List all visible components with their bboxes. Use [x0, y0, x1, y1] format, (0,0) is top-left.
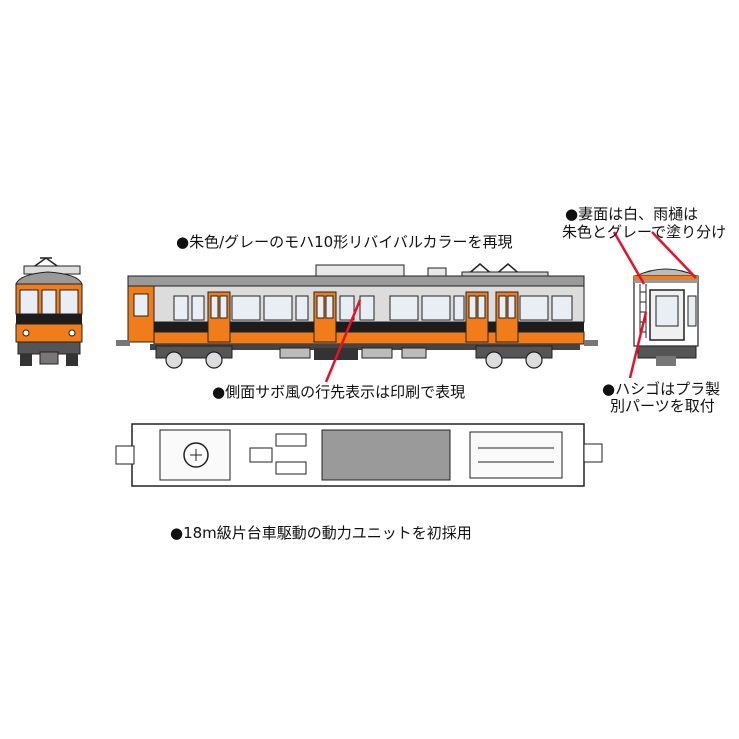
- end-face-leader-right: [651, 231, 697, 279]
- end-face-leader-left: [612, 231, 646, 285]
- side-view: [116, 263, 598, 369]
- power-unit-note: ●18m級片台車駆動の動力ユニットを初採用: [170, 524, 472, 542]
- end-face-note-line2: 朱色とグレーで塗り分け: [562, 223, 727, 241]
- side-sign-leader: [324, 299, 362, 383]
- underside-view: [115, 423, 603, 487]
- color-revival-note: ●朱色/グレーのモハ10形リバイバルカラーを再現: [176, 233, 513, 251]
- ladder-leader: [628, 311, 648, 379]
- front-view: [15, 257, 83, 366]
- end-view: [633, 268, 699, 366]
- side-sign-note: ●側面サボ風の行先表示は印刷で表現: [212, 383, 466, 401]
- ladder-note-line1: ●ハシゴはプラ製: [602, 380, 721, 398]
- leader-lines: [324, 231, 697, 383]
- end-face-note-line1: ●妻面は白、雨樋は: [565, 205, 699, 223]
- ladder-note-line2: 別パーツを取付: [610, 397, 715, 415]
